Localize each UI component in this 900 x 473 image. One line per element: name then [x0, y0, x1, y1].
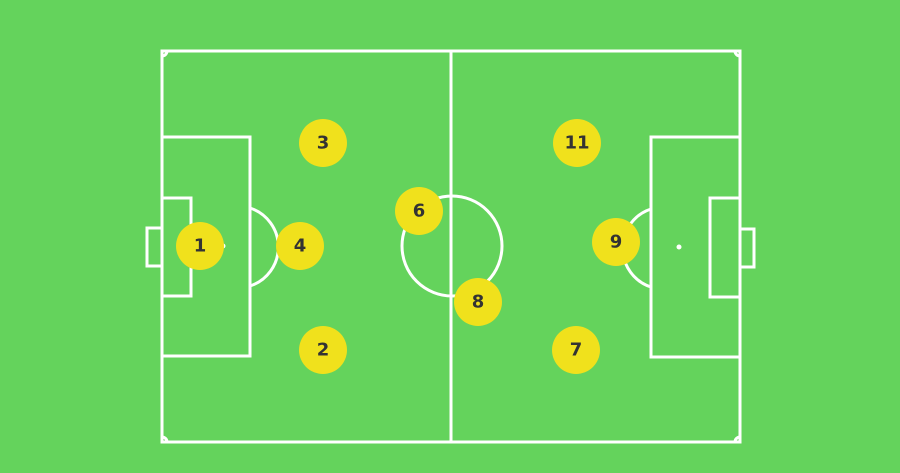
player-9[interactable]: 9: [592, 218, 640, 266]
player-6[interactable]: 6: [395, 187, 443, 235]
left-penalty-arc: [249, 206, 280, 288]
player-number: 3: [317, 133, 330, 154]
corner-arc-bottom-right: [733, 435, 741, 443]
player-marker: [395, 187, 443, 235]
player-2[interactable]: 2: [299, 326, 347, 374]
player-number: 1: [194, 236, 207, 257]
player-marker: [454, 278, 502, 326]
player-7[interactable]: 7: [552, 326, 600, 374]
player-marker: [276, 222, 324, 270]
player-11[interactable]: 11: [553, 119, 601, 167]
right-goal-area: [708, 196, 742, 299]
player-marker: [592, 218, 640, 266]
player-marker: [299, 326, 347, 374]
left-goal: [145, 226, 164, 268]
player-number: 2: [317, 340, 330, 361]
player-number: 6: [413, 201, 426, 222]
player-3[interactable]: 3: [299, 119, 347, 167]
right-penalty-area: [649, 135, 742, 359]
player-number: 4: [294, 236, 307, 257]
player-4[interactable]: 4: [276, 222, 324, 270]
corner-arc-top-right: [733, 50, 741, 58]
player-marker: [553, 119, 601, 167]
player-number: 8: [472, 292, 485, 313]
player-1[interactable]: 1: [176, 222, 224, 270]
player-number: 7: [570, 340, 583, 361]
center-circle: [400, 194, 504, 298]
pitch-markings: [145, 49, 756, 444]
right-penalty-spot: [676, 244, 682, 250]
player-marker: [299, 119, 347, 167]
player-number: 11: [564, 133, 589, 154]
player-marker: [552, 326, 600, 374]
right-goal: [738, 227, 756, 269]
corner-arc-top-left: [161, 50, 169, 58]
player-8[interactable]: 8: [454, 278, 502, 326]
corner-arc-bottom-left: [161, 435, 169, 443]
player-marker: [176, 222, 224, 270]
player-number: 9: [610, 232, 623, 253]
